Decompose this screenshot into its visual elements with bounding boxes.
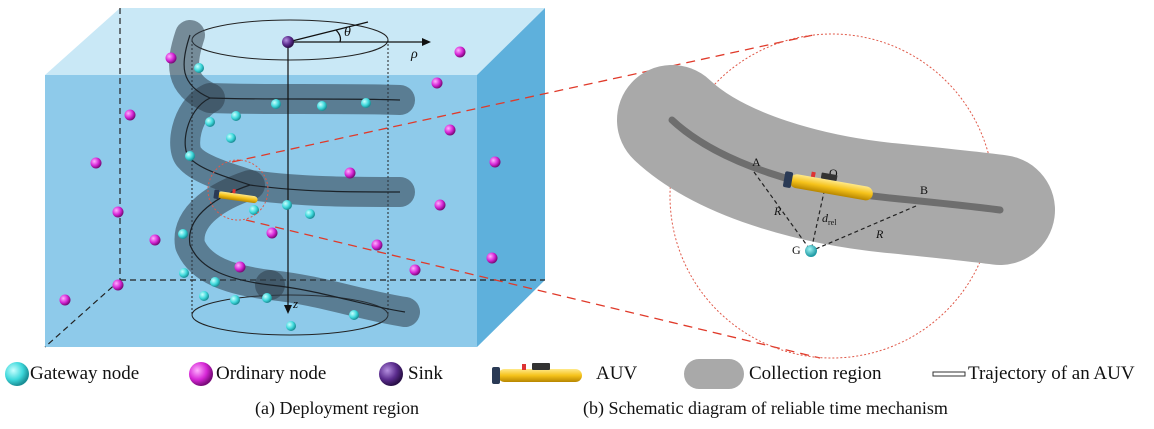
hidden-box-edges <box>44 8 545 348</box>
auv-icon <box>492 363 582 384</box>
gateway-node-icon <box>5 362 29 386</box>
zoom-circle-small <box>207 159 269 221</box>
ordinary-node <box>149 234 161 246</box>
sink-node <box>282 36 294 48</box>
zoom-connector-lines <box>231 33 821 359</box>
point-o-label: O <box>829 166 838 180</box>
gateway-node <box>194 63 204 73</box>
gateway-node <box>282 200 292 210</box>
ordinary-node <box>489 156 501 168</box>
caption-b: (b) Schematic diagram of reliable time m… <box>583 398 948 418</box>
d-rel-sub: rel <box>828 218 837 227</box>
collection-region-band <box>617 65 1055 265</box>
legend-item-gateway: Gateway node <box>4 352 139 396</box>
trajectory-icon <box>932 371 966 377</box>
gateway-node <box>262 293 272 303</box>
z-label: z <box>292 296 298 311</box>
auv-large <box>783 171 873 201</box>
r-label-right: R <box>875 227 884 241</box>
ordinary-node <box>59 294 71 306</box>
ordinary-node <box>344 167 356 179</box>
gateway-node <box>226 133 236 143</box>
r-label-left: R <box>773 204 782 218</box>
ordinary-node <box>486 252 498 264</box>
gateway-node <box>231 111 241 121</box>
gateway-node <box>199 291 209 301</box>
gateway-node <box>230 295 240 305</box>
gateway-node <box>185 151 195 161</box>
gateway-node <box>179 268 189 278</box>
gateway-node <box>249 205 259 215</box>
sink-icon <box>379 362 403 386</box>
gateway-node <box>305 209 315 219</box>
legend-label-auv: AUV <box>596 363 638 384</box>
ordinary-node-icon <box>189 362 213 386</box>
gateway-node <box>210 277 220 287</box>
ordinary-node <box>431 77 443 89</box>
legend-label-ordinary: Ordinary node <box>216 363 327 384</box>
ordinary-node <box>124 109 136 121</box>
legend-label-trajectory: Trajectory of an AUV <box>968 363 1135 384</box>
legend-label-collection-region: Collection region <box>749 363 882 384</box>
ordinary-node <box>90 157 102 169</box>
deployment-region: θ ρ z <box>44 8 545 348</box>
legend-label-sink: Sink <box>408 363 443 384</box>
d-rel-main: d <box>822 211 829 225</box>
ordinary-node <box>234 261 246 273</box>
legend-item-ordinary: Ordinary node <box>188 352 326 396</box>
ordinary-nodes <box>59 46 501 306</box>
ordinary-node <box>266 227 278 239</box>
radius-lines <box>753 171 917 252</box>
ordinary-node <box>434 199 446 211</box>
point-g-label: G <box>792 243 801 257</box>
schematic-region: A B O G R R drel <box>617 33 1055 359</box>
coordinate-axes <box>284 21 431 314</box>
ordinary-node <box>409 264 421 276</box>
gateway-node <box>317 101 327 111</box>
point-b-label: B <box>920 183 928 197</box>
legend-item-sink: Sink <box>378 352 443 396</box>
ordinary-node <box>371 239 383 251</box>
gateway-nodes <box>178 63 371 331</box>
legend-label-gateway: Gateway node <box>30 363 140 384</box>
collection-region-icon <box>684 359 744 389</box>
gateway-node <box>271 99 281 109</box>
ordinary-node <box>454 46 466 58</box>
caption-a: (a) Deployment region <box>255 398 419 418</box>
gateway-node <box>178 229 188 239</box>
legend-item-trajectory: Trajectory of an AUV <box>932 352 1135 396</box>
legend-item-auv: AUV <box>490 352 637 396</box>
gateway-node <box>205 117 215 127</box>
ordinary-node <box>165 52 177 64</box>
theta-label: θ <box>344 25 351 40</box>
gateway-node <box>361 98 371 108</box>
legend-item-collection-region: Collection region <box>683 352 881 396</box>
legend: Gateway node Ordinary node Sink AUV Coll… <box>0 352 1154 396</box>
point-a-label: A <box>752 155 761 169</box>
ordinary-node <box>112 206 124 218</box>
gateway-node <box>286 321 296 331</box>
d-rel-label: drel <box>822 211 837 227</box>
gateway-node-g <box>805 245 817 257</box>
ordinary-node <box>444 124 456 136</box>
gateway-node <box>349 310 359 320</box>
auv-small <box>213 189 258 204</box>
ordinary-node <box>112 279 124 291</box>
rho-label: ρ <box>410 47 418 62</box>
